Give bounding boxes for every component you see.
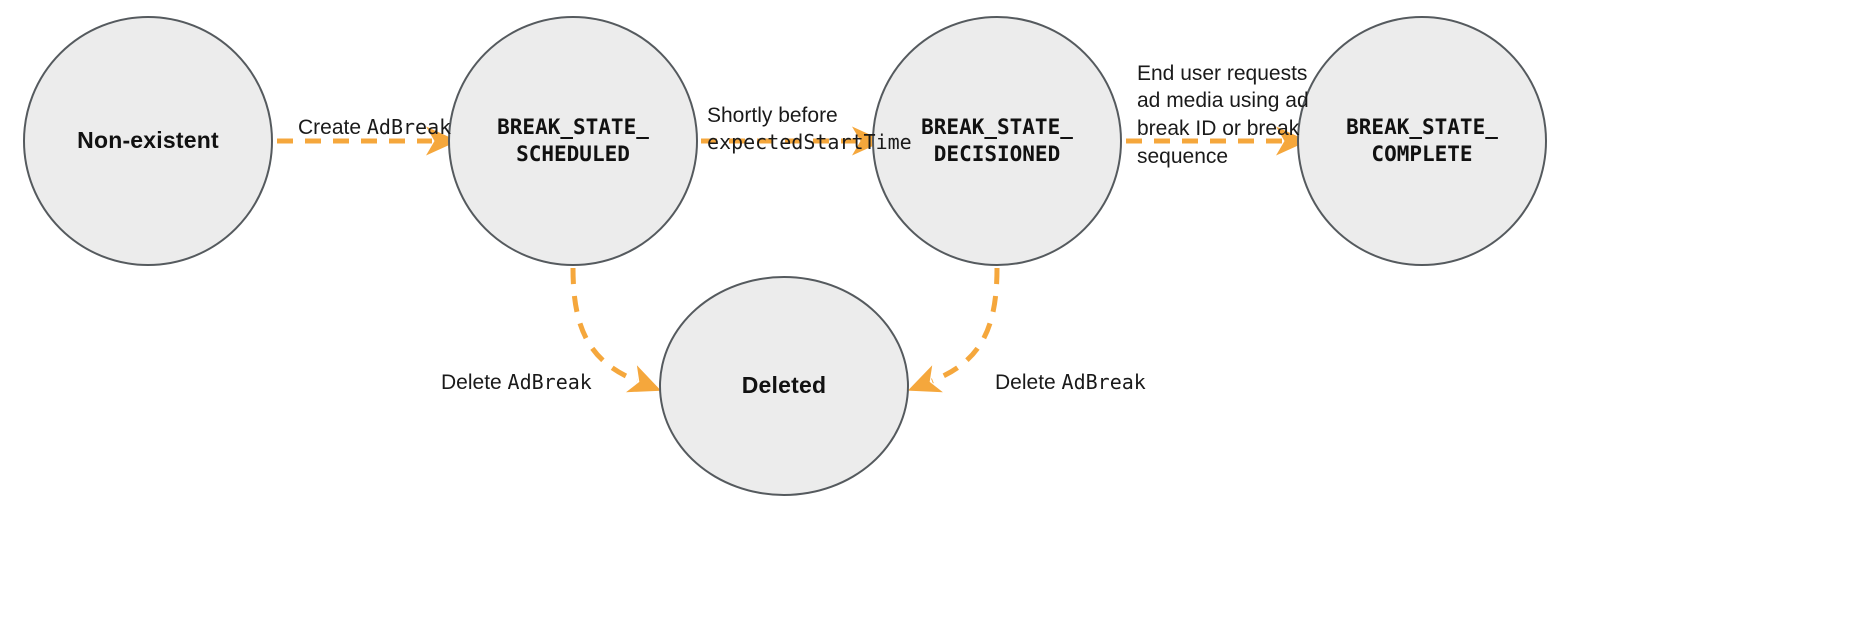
state-node-deleted[interactable]: Deleted bbox=[659, 276, 909, 496]
state-node-label: BREAK_STATE_ COMPLETE bbox=[1346, 115, 1498, 166]
state-node-non-existent[interactable]: Non-existent bbox=[23, 16, 273, 266]
state-node-label: Non-existent bbox=[77, 127, 219, 154]
edge-delete-adbreak-scheduled bbox=[570, 267, 662, 393]
edge-label-text: Delete bbox=[995, 370, 1062, 394]
edge-label-shortly-before: Shortly before expectedStartTime bbox=[707, 74, 937, 157]
edge-label-text: Delete bbox=[441, 370, 508, 394]
edge-label-create-adbreak: Create AdBreak bbox=[298, 86, 518, 141]
edge-label-mono-token: AdBreak bbox=[366, 114, 452, 139]
edge-label-text: End user requests ad media using ad brea… bbox=[1137, 61, 1309, 168]
edge-label-end-user-requests: End user requests ad media using ad brea… bbox=[1137, 32, 1347, 171]
state-node-break-state-complete[interactable]: BREAK_STATE_ COMPLETE bbox=[1297, 16, 1547, 266]
edge-label-text: Create bbox=[298, 115, 367, 139]
edge-label-text: Shortly before bbox=[707, 103, 838, 127]
edge-label-mono-token: expectedStartTime bbox=[707, 130, 912, 155]
edge-label-mono-token: AdBreak bbox=[507, 369, 592, 394]
state-node-break-state-decisioned[interactable]: BREAK_STATE_ DECISIONED bbox=[872, 16, 1122, 266]
state-node-break-state-scheduled[interactable]: BREAK_STATE_ SCHEDULED bbox=[448, 16, 698, 266]
edge-label-delete-adbreak-scheduled: Delete AdBreak bbox=[441, 341, 661, 396]
edge-label-delete-adbreak-decisioned: Delete AdBreak bbox=[995, 341, 1215, 396]
edge-delete-adbreak-decisioned bbox=[907, 267, 1000, 393]
state-node-label: BREAK_STATE_ DECISIONED bbox=[921, 115, 1073, 166]
edge-label-mono-token: AdBreak bbox=[1061, 369, 1146, 394]
state-node-label: Deleted bbox=[741, 372, 827, 399]
state-node-label: BREAK_STATE_ SCHEDULED bbox=[497, 115, 649, 166]
